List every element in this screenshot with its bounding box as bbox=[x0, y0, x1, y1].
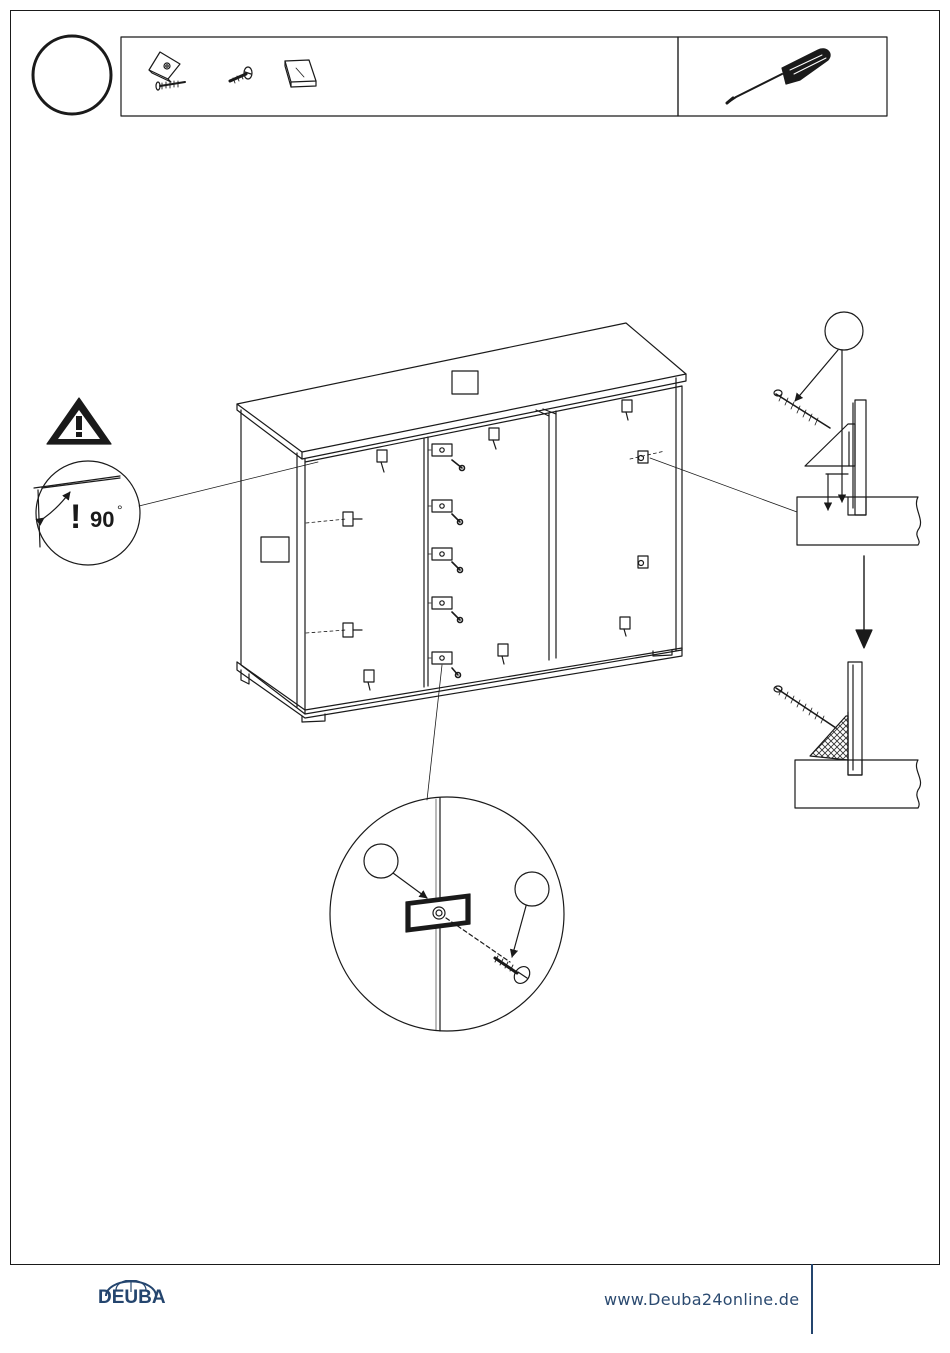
screwdriver-icon bbox=[727, 49, 830, 103]
down-arrow-head bbox=[856, 630, 872, 648]
leader-line bbox=[650, 458, 797, 512]
connector-plate-icon bbox=[285, 60, 316, 87]
footer-divider bbox=[811, 1264, 813, 1334]
bracket-detail-after bbox=[774, 662, 921, 808]
exclamation-mark: ! bbox=[70, 498, 81, 536]
step-number-circle bbox=[33, 36, 111, 114]
warning-triangle-icon bbox=[47, 398, 111, 444]
screw-icon bbox=[230, 67, 252, 83]
right-angle-detail bbox=[34, 461, 140, 565]
connector-plate-icon bbox=[432, 444, 452, 664]
footer-url[interactable]: www.Deuba24online.de bbox=[604, 1290, 799, 1309]
cabinet-drawing bbox=[237, 323, 686, 722]
screw-icon bbox=[452, 460, 465, 678]
bracket-detail-before bbox=[774, 312, 921, 545]
angle-label: 90 bbox=[90, 507, 114, 532]
tools-box bbox=[678, 37, 887, 116]
connector-detail bbox=[330, 797, 564, 1031]
angle-bracket-icon bbox=[149, 52, 180, 82]
degree-symbol: ° bbox=[117, 502, 123, 518]
parts-box bbox=[121, 37, 678, 116]
leader-line bbox=[139, 462, 318, 506]
angle-bracket-icon bbox=[343, 400, 648, 690]
brand-logo: DEUBA bbox=[98, 1287, 166, 1309]
leader-line bbox=[427, 665, 442, 800]
